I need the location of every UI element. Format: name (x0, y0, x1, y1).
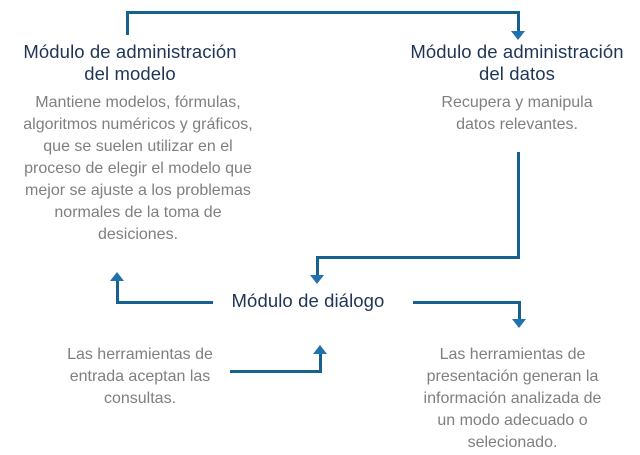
connector-vertical-line (319, 354, 322, 373)
connector-left-vertical-line (126, 11, 129, 35)
dialog-input-note: Las herramientas de entrada aceptan las … (67, 346, 213, 407)
arrow-down-icon (512, 319, 526, 328)
connector-vertical-line (116, 281, 119, 304)
connector-vertical-line (518, 301, 521, 319)
arrow-down-icon (511, 31, 525, 40)
connector-horizontal-line (117, 301, 213, 304)
model-module-description: Mantiene modelos, fórmulas, algoritmos n… (23, 94, 253, 243)
arrow-up-icon (110, 272, 124, 281)
connector-horizontal-line (413, 301, 521, 304)
data-module-title: Módulo de administración del datos (410, 41, 624, 84)
dialog-module-title: Módulo de diálogo (231, 290, 385, 311)
data-module-description: Recupera y manipula datos relevantes. (441, 94, 593, 133)
model-module-title: Módulo de administración del modelo (23, 41, 237, 84)
connector-vertical-line-2 (316, 256, 319, 275)
arrow-down-icon (310, 275, 324, 284)
connector-right-vertical-line (517, 11, 520, 31)
connector-horizontal-line (316, 256, 520, 259)
connector-vertical-line (517, 152, 520, 259)
connector-horizontal-line (230, 370, 322, 373)
arrow-up-icon (313, 345, 327, 354)
connector-top-horizontal-line (126, 11, 520, 14)
dialog-output-note: Las herramientas de presentación generan… (423, 346, 602, 451)
